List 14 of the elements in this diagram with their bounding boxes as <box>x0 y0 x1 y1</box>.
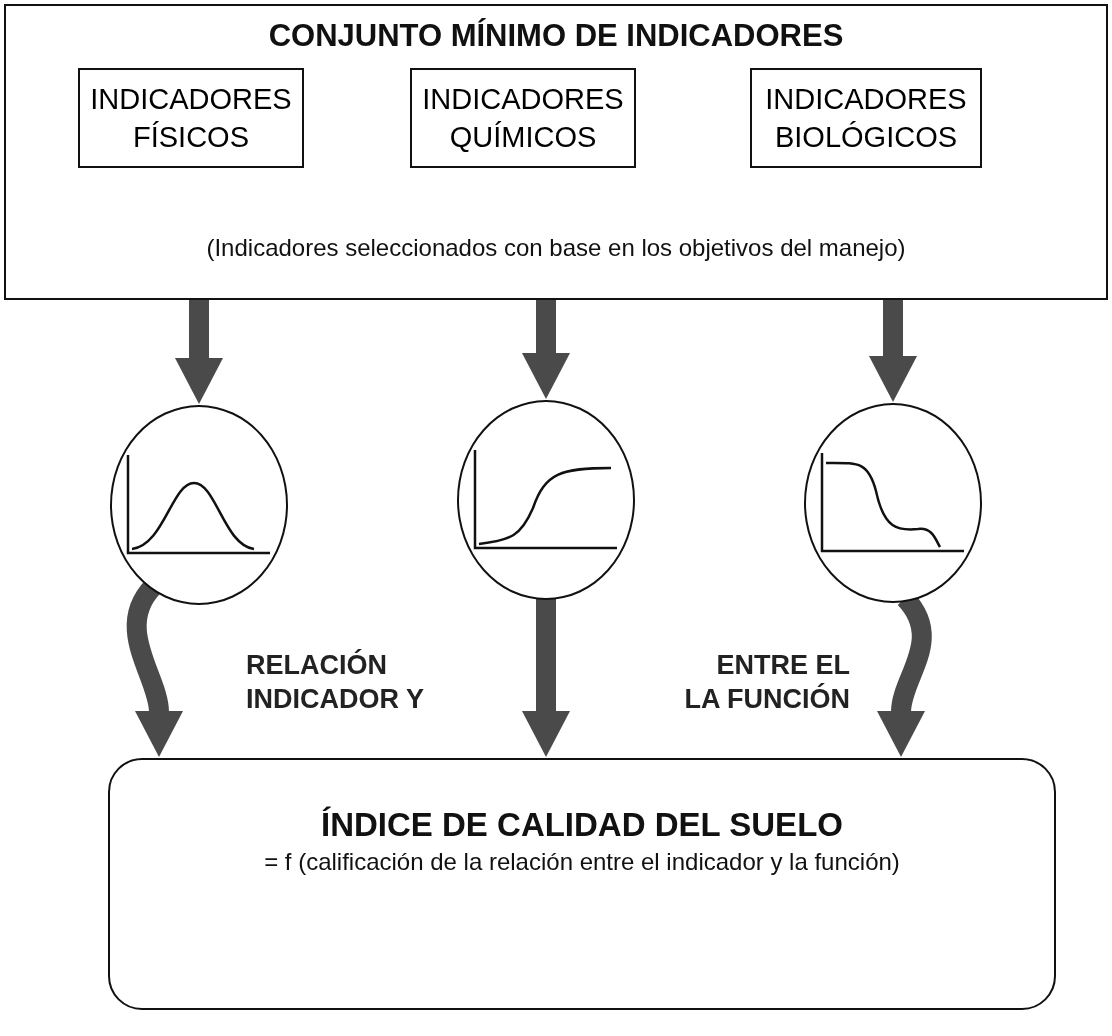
arrow <box>175 300 223 404</box>
text-box: INDICADORES BIOLÓGICOS <box>750 68 982 168</box>
label-text: RELACIÓN INDICADOR Y <box>246 648 426 716</box>
heading: ÍNDICE DE CALIDAD DEL SUELO <box>320 806 844 844</box>
label-text: ENTRE EL LA FUNCIÓN <box>683 649 850 716</box>
result-box <box>108 758 1056 1010</box>
formula-text: = f (calificación de la relación entre el indicador y la función) <box>263 848 901 876</box>
arrow <box>522 300 570 399</box>
heading: CONJUNTO MÍNIMO DE INDICADORES <box>267 18 845 54</box>
text-box: INDICADORES QUÍMICOS <box>410 68 636 168</box>
note-text: (Indicadores seleccionados con base en los objetivos del manejo) <box>205 234 907 262</box>
arrow <box>869 300 917 402</box>
text-box: INDICADORES FÍSICOS <box>78 68 304 168</box>
frame-box <box>4 4 1108 300</box>
